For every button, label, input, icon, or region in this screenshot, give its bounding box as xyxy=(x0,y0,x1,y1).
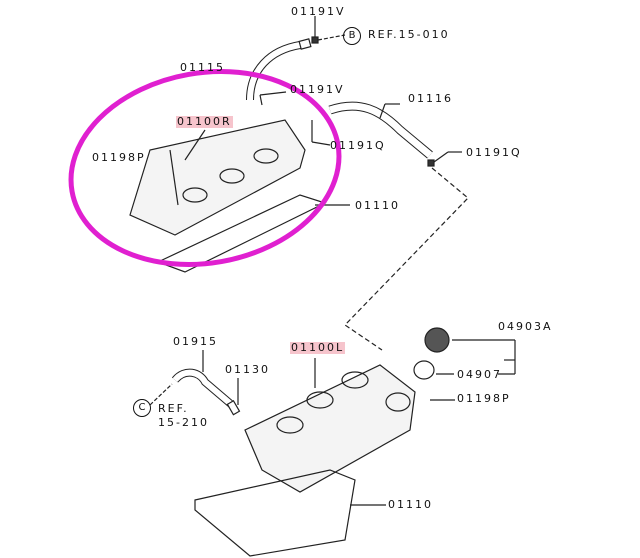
ref-b-marker: B xyxy=(343,27,361,45)
lower-valve-cover xyxy=(244,364,416,493)
label-01116: 01116 xyxy=(408,92,453,105)
label-01191q-b: 01191Q xyxy=(466,146,522,159)
label-01100l: 01100L xyxy=(290,341,346,354)
ref-b-link[interactable]: REF.15-010 xyxy=(368,28,450,41)
label-01110-lower: 01110 xyxy=(388,498,433,511)
label-01915: 01915 xyxy=(173,335,218,348)
label-01130: 01130 xyxy=(225,363,270,376)
label-04903a: 04903A xyxy=(498,320,553,333)
upper-valve-cover xyxy=(129,119,306,236)
label-01191q-a: 01191Q xyxy=(330,139,386,152)
label-01198p-left: 01198P xyxy=(457,392,511,405)
label-01198p-right: 01198P xyxy=(92,151,146,164)
ref-c-link-line2[interactable]: 15-210 xyxy=(158,416,209,429)
annotation-circle xyxy=(68,69,342,267)
label-01115: 01115 xyxy=(180,61,225,74)
label-01100r: 01100R xyxy=(176,115,233,128)
label-01191v-mid: 01191V xyxy=(290,83,345,96)
ref-c-marker: C xyxy=(133,399,151,417)
ref-c-link-line1[interactable]: REF. xyxy=(158,402,189,415)
label-04907: 04907 xyxy=(457,368,502,381)
label-01191v-top: 01191V xyxy=(291,5,346,18)
label-01110-upper: 01110 xyxy=(355,199,400,212)
lower-gasket xyxy=(194,469,356,557)
